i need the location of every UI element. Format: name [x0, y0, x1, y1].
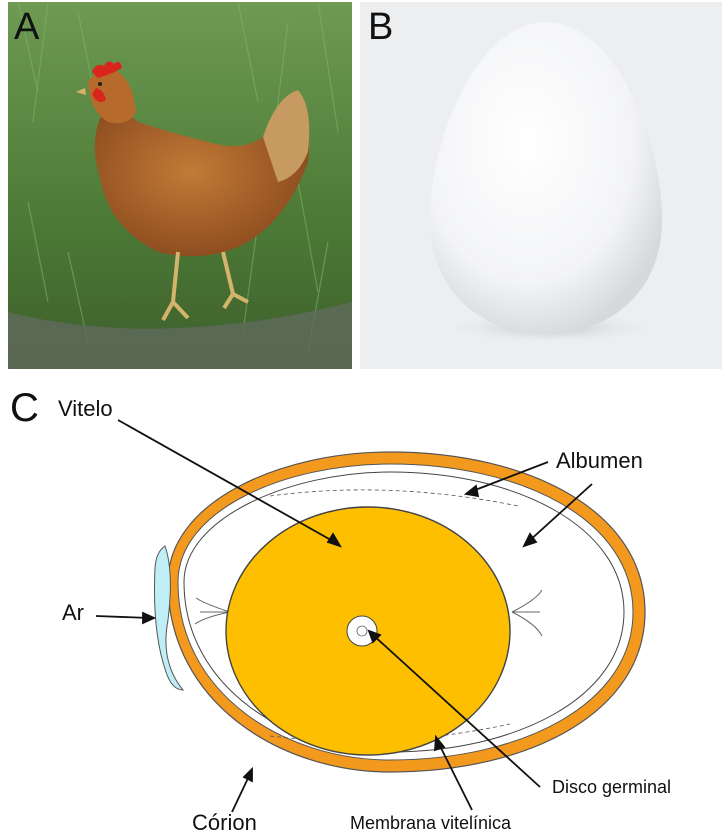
label-corion: Córion: [192, 812, 257, 834]
label-albumen: Albumen: [556, 450, 643, 472]
panel-b-letter: B: [368, 8, 393, 46]
egg-cross-section: [0, 372, 722, 836]
hen-illustration: [8, 2, 352, 369]
panel-c-letter: C: [10, 388, 39, 428]
egg-photo: B: [360, 2, 722, 369]
panel-a-letter: A: [14, 8, 39, 46]
hen-photo: A: [8, 2, 352, 369]
label-ar: Ar: [62, 602, 84, 624]
label-disco-germinal: Disco germinal: [552, 778, 671, 796]
label-vitelo: Vitelo: [58, 398, 113, 420]
label-membrana-vitelinica: Membrana vitelínica: [350, 814, 511, 832]
egg-anatomy-diagram: C Vitelo Albumen Ar Disco germinal Cório…: [0, 372, 722, 836]
egg-illustration: [360, 2, 722, 369]
